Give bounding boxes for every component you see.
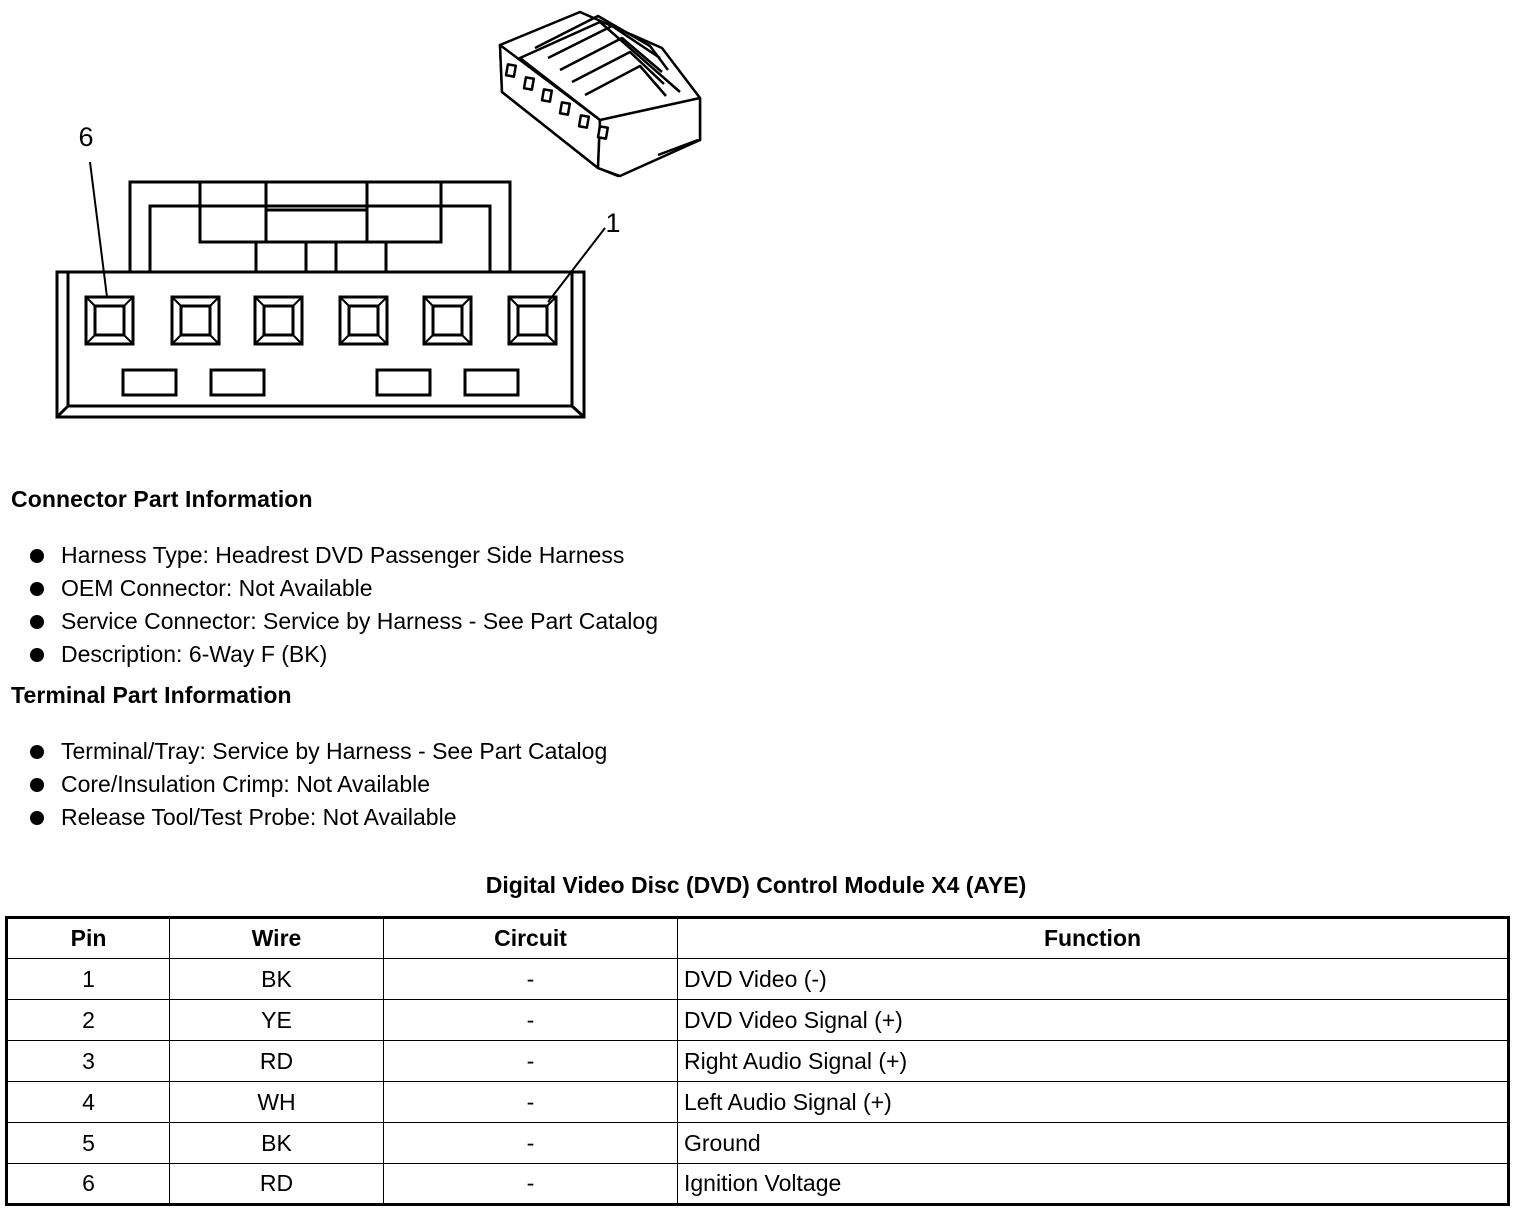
- wire-cell: BK: [169, 958, 384, 1000]
- circuit-cell: -: [383, 1040, 678, 1082]
- circuit-cell: -: [383, 958, 678, 1000]
- pin-cavities: [84, 295, 558, 346]
- column-header-function: Function: [677, 917, 1509, 959]
- wire-cell: RD: [169, 1040, 384, 1082]
- pin-1-label: 1: [605, 208, 620, 238]
- column-header-wire: Wire: [169, 917, 384, 959]
- table-row: 6 RD - Ignition Voltage: [6, 1163, 1509, 1205]
- table-title: Digital Video Disc (DVD) Control Module …: [485, 872, 1027, 898]
- pin-cell: 2: [6, 999, 170, 1041]
- table-row: 1 BK - DVD Video (-): [6, 958, 1509, 1000]
- list-item-text: Release Tool/Test Probe: Not Available: [61, 804, 457, 830]
- list-item: Harness Type: Headrest DVD Passenger Sid…: [30, 539, 658, 572]
- pin-cell: 1: [6, 958, 170, 1000]
- wire-cell: RD: [169, 1163, 384, 1205]
- list-item-text: Description: 6-Way F (BK): [61, 641, 328, 667]
- pin-cavity: [338, 295, 389, 346]
- connector-face-diagram: 6 1: [55, 10, 702, 419]
- function-cell: DVD Video (-): [677, 958, 1509, 1000]
- function-cell: Ignition Voltage: [677, 1163, 1509, 1205]
- pin-cell: 5: [6, 1122, 170, 1164]
- list-item-text: Terminal/Tray: Service by Harness - See …: [61, 738, 608, 764]
- pin-cell: 6: [6, 1163, 170, 1205]
- connector-isometric-view: [498, 10, 702, 178]
- pin-cavity: [422, 295, 473, 346]
- list-item: OEM Connector: Not Available: [30, 572, 658, 605]
- function-cell: Right Audio Signal (+): [677, 1040, 1509, 1082]
- circuit-cell: -: [383, 1163, 678, 1205]
- pin-leader-lines: [89, 161, 606, 303]
- pin-cavity: [507, 295, 558, 346]
- wire-cell: YE: [169, 999, 384, 1041]
- column-header-pin: Pin: [6, 917, 170, 959]
- list-item: Core/Insulation Crimp: Not Available: [30, 768, 607, 801]
- list-item: Terminal/Tray: Service by Harness - See …: [30, 735, 607, 768]
- terminal-info-list: Terminal/Tray: Service by Harness - See …: [30, 735, 607, 834]
- pin-cell: 3: [6, 1040, 170, 1082]
- table-row: 2 YE - DVD Video Signal (+): [6, 999, 1509, 1041]
- function-cell: DVD Video Signal (+): [677, 999, 1509, 1041]
- list-item: Description: 6-Way F (BK): [30, 638, 658, 671]
- pin-cell: 4: [6, 1081, 170, 1123]
- terminal-info-heading: Terminal Part Information: [11, 682, 292, 708]
- connector-body: [55, 270, 586, 419]
- wire-cell: WH: [169, 1081, 384, 1123]
- bullet-icon: [30, 744, 44, 759]
- connector-info-heading: Connector Part Information: [11, 486, 313, 512]
- bullet-icon: [30, 647, 44, 662]
- pin-cavity: [84, 295, 135, 346]
- table-row: 5 BK - Ground: [6, 1122, 1509, 1164]
- list-item-text: Harness Type: Headrest DVD Passenger Sid…: [61, 542, 625, 568]
- bullet-icon: [30, 548, 44, 563]
- function-cell: Left Audio Signal (+): [677, 1081, 1509, 1123]
- list-item: Release Tool/Test Probe: Not Available: [30, 801, 607, 834]
- keying-slots: [121, 368, 520, 397]
- table-header-row: Pin Wire Circuit Function: [6, 917, 1509, 959]
- function-cell: Ground: [677, 1122, 1509, 1164]
- pinout-table: Pin Wire Circuit Function 1 BK - DVD Vid…: [5, 916, 1510, 1206]
- bullet-icon: [30, 581, 44, 596]
- circuit-cell: -: [383, 1081, 678, 1123]
- connector-latch: [110, 180, 530, 274]
- column-header-circuit: Circuit: [383, 917, 678, 959]
- list-item-text: Core/Insulation Crimp: Not Available: [61, 771, 431, 797]
- list-item-text: Service Connector: Service by Harness - …: [61, 608, 658, 634]
- connector-info-list: Harness Type: Headrest DVD Passenger Sid…: [30, 539, 658, 671]
- bullet-icon: [30, 777, 44, 792]
- list-item: Service Connector: Service by Harness - …: [30, 605, 658, 638]
- bullet-icon: [30, 810, 44, 825]
- circuit-cell: -: [383, 999, 678, 1041]
- pin-cavity: [170, 295, 221, 346]
- table-row: 3 RD - Right Audio Signal (+): [6, 1040, 1509, 1082]
- table-row: 4 WH - Left Audio Signal (+): [6, 1081, 1509, 1123]
- pin-6-label: 6: [78, 122, 93, 152]
- circuit-cell: -: [383, 1122, 678, 1164]
- list-item-text: OEM Connector: Not Available: [61, 575, 373, 601]
- wire-cell: BK: [169, 1122, 384, 1164]
- bullet-icon: [30, 614, 44, 629]
- pin-cavity: [253, 295, 304, 346]
